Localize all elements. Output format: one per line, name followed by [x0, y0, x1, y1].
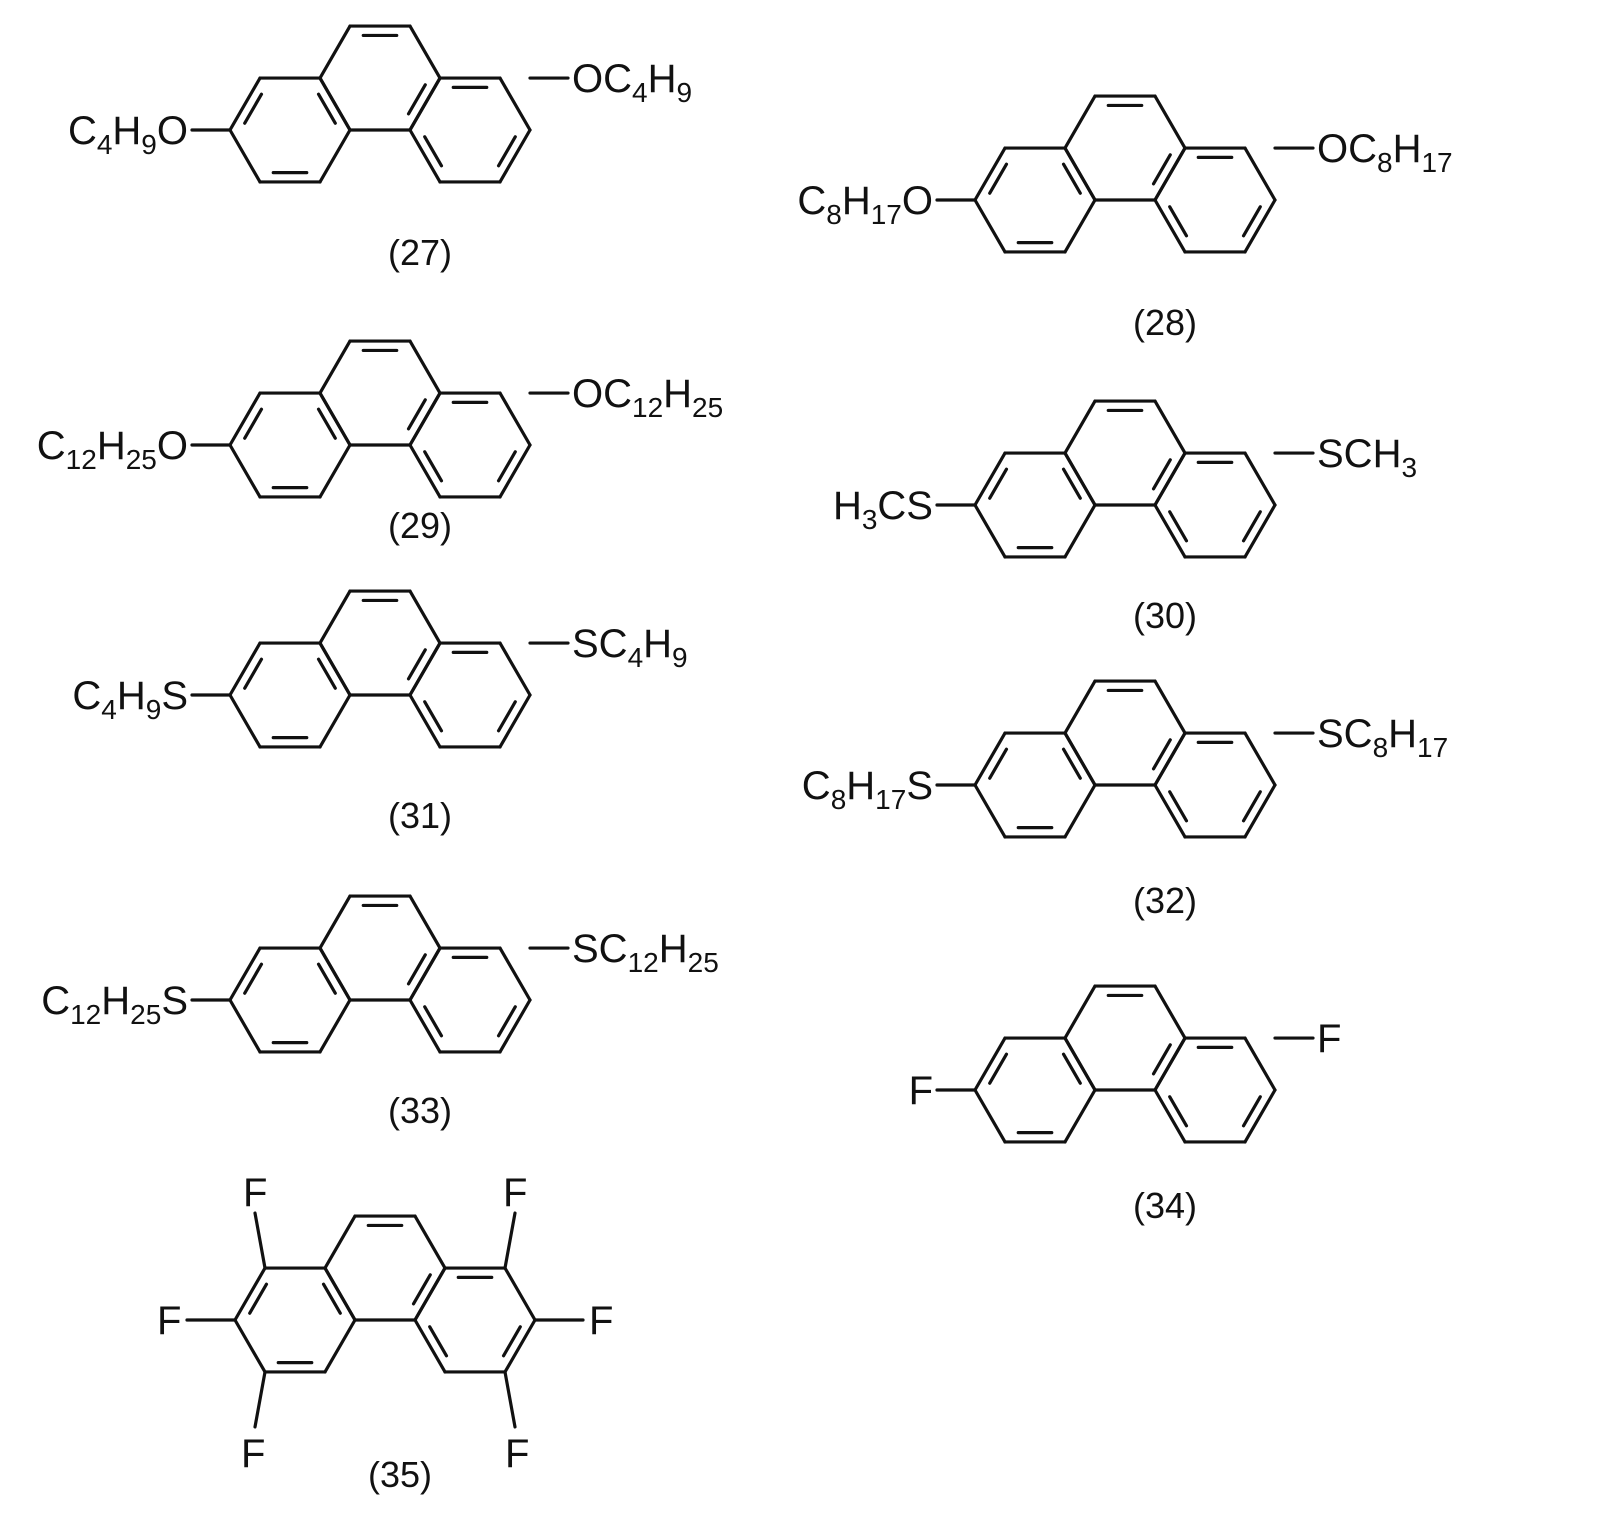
compound-number-label: (34) [1133, 1185, 1197, 1226]
compound-number-label: (35) [368, 1454, 432, 1495]
left-substituent-label: C12H25S [41, 979, 188, 1030]
left-substituent-label: C4H9O [68, 109, 188, 160]
compound-35: F F F F F F (35) [157, 1171, 613, 1495]
right-substituent-label: SC12H25 [572, 927, 719, 978]
fluorine-label: F [589, 1299, 613, 1343]
compound-31: C4H9S SC4H9 (31) [72, 591, 687, 836]
right-substituent-label: OC12H25 [572, 372, 723, 423]
compound-33: C12H25S SC12H25 (33) [41, 896, 719, 1131]
compound-number-label: (32) [1133, 880, 1197, 921]
compound-number-label: (30) [1133, 595, 1197, 636]
compound-28: C8H17O OC8H17 (28) [797, 96, 1452, 343]
right-substituent-label: SC4H9 [572, 622, 688, 673]
fluorine-label: F [243, 1171, 267, 1215]
fluorine-label: F [505, 1432, 529, 1476]
compound-number-label: (29) [388, 505, 452, 546]
compound-34: F F (34) [909, 986, 1342, 1226]
right-substituent-label: F [1317, 1017, 1341, 1061]
left-substituent-label: H3CS [833, 484, 933, 535]
compound-27: C4H9O OC4H9 (27) [68, 26, 692, 273]
compound-30: H3CS SCH3 (30) [833, 401, 1417, 636]
fluorine-label: F [241, 1432, 265, 1476]
fluorine-label: F [503, 1171, 527, 1215]
left-substituent-label: C8H17S [802, 764, 933, 815]
right-substituent-label: SC8H17 [1317, 712, 1448, 763]
compound-32: C8H17S SC8H17 (32) [802, 681, 1448, 921]
left-substituent-label: C8H17O [797, 179, 933, 230]
fluorine-label: F [157, 1299, 181, 1343]
right-substituent-label: OC4H9 [572, 57, 692, 108]
left-substituent-label: C12H25O [37, 424, 188, 475]
right-substituent-label: OC8H17 [1317, 127, 1453, 178]
compound-29: C12H25O OC12H25 (29) [37, 341, 723, 546]
left-substituent-label: F [909, 1069, 933, 1113]
compound-number-label: (31) [388, 795, 452, 836]
compound-number-label: (27) [388, 232, 452, 273]
right-substituent-label: SCH3 [1317, 432, 1417, 483]
left-substituent-label: C4H9S [72, 674, 188, 725]
compound-number-label: (28) [1133, 302, 1197, 343]
compound-number-label: (33) [388, 1090, 452, 1131]
